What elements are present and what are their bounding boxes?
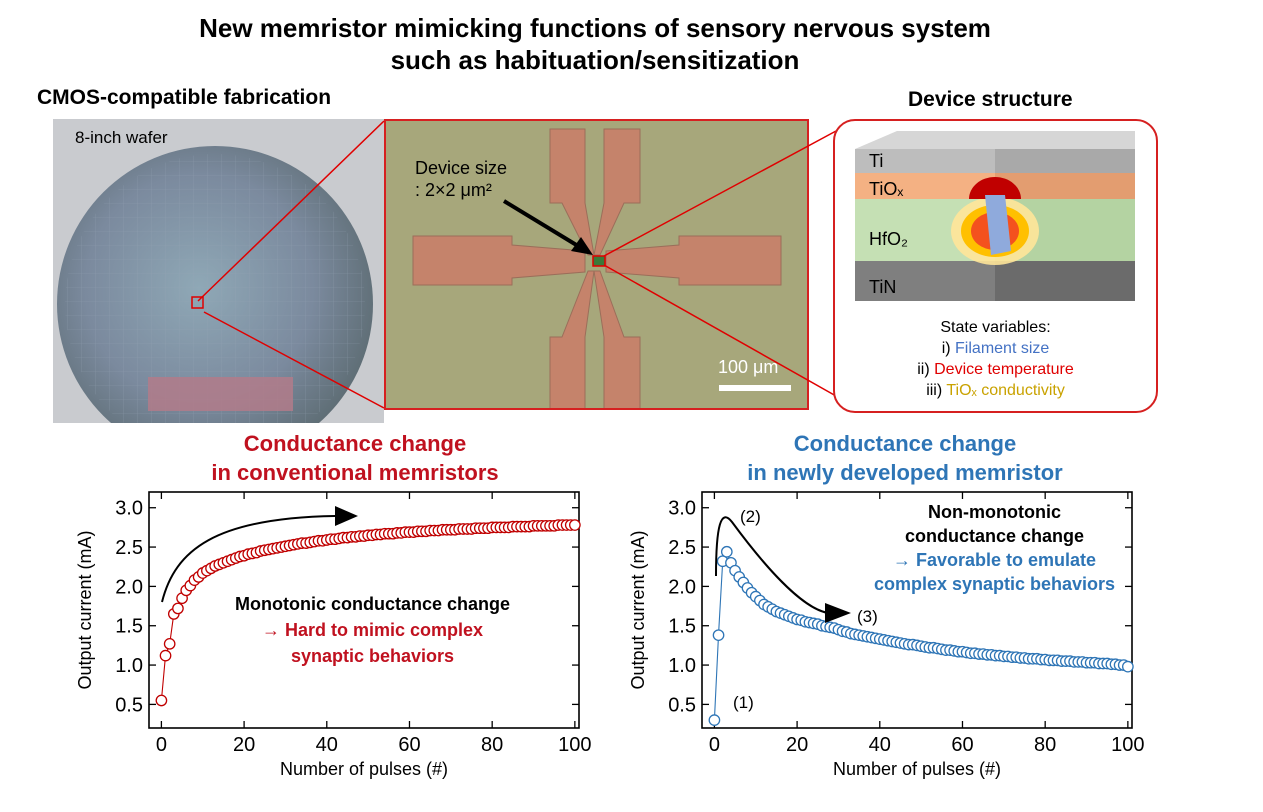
right-chart-title: Conductance change in newly developed me… [690,429,1120,487]
data-point [159,649,172,662]
trend-arrow [161,515,336,603]
left-annotation-line-1: Monotonic conductance change [234,594,511,614]
y-tick-label: 1.0 [668,655,696,677]
y-tick-label: 1.0 [115,655,143,677]
device-structure-panel: Ti TiOₓ HfO₂ TiN State variables: i) Fil… [833,119,1158,413]
y-tick-label: 1.5 [115,616,143,638]
x-tick-label: 100 [558,734,591,756]
data-point [712,629,725,642]
left-annotation: Monotonic conductance change → Hard to m… [200,591,545,669]
y-axis-label: Output current (mA) [75,530,95,689]
x-tick-label: 20 [233,734,255,756]
point-label-1: (1) [733,693,754,712]
state-variable-3-text: TiOₓ conductivity [946,382,1065,399]
left-chart-title: Conductance change in conventional memri… [140,429,570,487]
layer-stack-illustration [855,131,1135,301]
data-point [569,519,581,531]
device-micrograph: Device size : 2×2 μm² 100 μm [384,119,809,410]
y-tick-label: 0.5 [668,694,696,716]
data-point [1122,660,1134,673]
title-line-2: such as habituation/sensitization [390,45,800,75]
right-annotation-line-2: conductance change [904,526,1085,546]
point-label-3: (3) [857,607,878,626]
x-tick-label: 80 [481,734,503,756]
right-annotation-line-4: complex synaptic behaviors [873,574,1116,594]
state-variable-3: iii) TiOₓ conductivity [835,380,1156,401]
trend-arrow-head [335,506,358,526]
point-label-2: (2) [740,507,761,526]
scale-bar [719,385,791,391]
x-tick-label: 20 [786,734,808,756]
y-tick-label: 2.0 [115,576,143,598]
layer-label-ti: Ti [869,151,884,171]
layer-label-tiox: TiOₓ [869,179,904,199]
device-structure-label: Device structure [908,88,1073,111]
right-chart-title-line-1: Conductance change [793,431,1017,456]
plot-frame [148,491,580,729]
wafer-photo: 8-inch wafer [53,119,384,423]
state-variable-1: i) Filament size [835,338,1156,359]
data-point [172,602,184,615]
data-point [163,637,176,650]
state-variables: State variables: i) Filament size ii) De… [835,317,1156,401]
scale-bar-label: 100 μm [718,357,779,377]
wafer-illustration [57,146,373,423]
x-axis-label: Number of pulses (#) [280,759,448,779]
layer-label-tin: TiN [869,277,897,297]
wafer-label: 8-inch wafer [75,128,168,147]
device-size-line-1: Device size [415,158,508,178]
right-annotation-line-3: → Favorable to emulate [892,550,1097,570]
x-tick-label: 0 [156,734,167,756]
x-tick-label: 40 [869,734,891,756]
y-tick-label: 1.5 [668,616,696,638]
state-variable-3-prefix: iii) [926,382,947,399]
data-point [708,714,721,726]
right-annotation-line-1: Non-monotonic [928,502,1061,522]
trend-arrow-head [825,603,851,623]
layer-label-hfo2: HfO₂ [869,229,908,249]
state-variable-2: ii) Device temperature [835,359,1156,380]
left-chart-title-line-1: Conductance change [243,431,467,456]
y-tick-label: 3.0 [115,498,143,520]
data-point [155,694,168,707]
x-tick-label: 60 [951,734,973,756]
y-tick-label: 2.5 [668,537,696,559]
device-size-label: Device size : 2×2 μm² [415,157,507,201]
x-tick-label: 40 [316,734,338,756]
state-variable-2-text: Device temperature [934,361,1074,378]
y-tick-label: 2.0 [668,576,696,598]
y-axis-label: Output current (mA) [628,530,648,689]
left-chart-title-line-2: in conventional memristors [211,460,499,485]
figure-title: New memristor mimicking functions of sen… [0,12,1190,76]
state-variable-1-prefix: i) [941,340,956,357]
state-variable-2-prefix: ii) [917,361,935,378]
state-variable-1-text: Filament size [955,340,1050,357]
x-tick-label: 80 [1034,734,1056,756]
right-chart-title-line-2: in newly developed memristor [747,460,1063,485]
title-line-1: New memristor mimicking functions of sen… [199,13,991,43]
x-tick-label: 100 [1111,734,1144,756]
device-highlight-box [592,255,606,267]
y-tick-label: 2.5 [115,537,143,559]
left-annotation-line-3: synaptic behaviors [290,646,455,666]
plot-frame [701,491,1133,729]
x-tick-label: 0 [709,734,720,756]
y-tick-label: 0.5 [115,694,143,716]
data-point [720,545,733,558]
trend-arrow [715,516,829,614]
state-variables-header: State variables: [940,319,1051,336]
device-pointer-arrow [502,199,585,251]
left-annotation-line-2: → Hard to mimic complex [261,620,484,640]
device-size-line-2: : 2×2 μm² [415,180,492,200]
x-tick-label: 60 [398,734,420,756]
right-annotation: Non-monotonic conductance change → Favor… [852,500,1137,596]
fabrication-label: CMOS-compatible fabrication [37,86,332,109]
x-axis-label: Number of pulses (#) [833,759,1001,779]
y-tick-label: 3.0 [668,498,696,520]
